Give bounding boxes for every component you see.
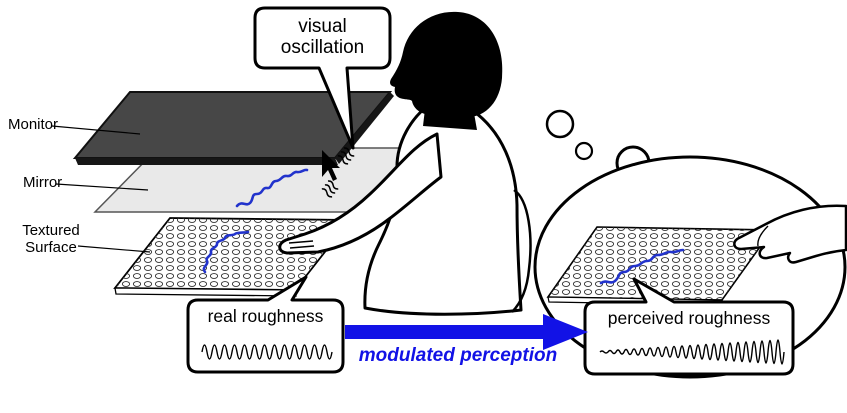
perceived-roughness-bubble: [583, 277, 795, 376]
leader-line-textured-surface: [77, 245, 151, 253]
finger-trace-imagined: [599, 248, 685, 285]
leader-lines: [51, 125, 151, 253]
person-fingers: [288, 240, 315, 249]
imagined-hand: [733, 204, 847, 264]
finger-trace-mirror: [235, 168, 309, 208]
person-head: [390, 11, 503, 118]
monitor-panel: [72, 91, 394, 165]
leader-line-mirror: [55, 183, 149, 191]
person-arm: [278, 132, 443, 255]
visual-oscillation-bubble: [253, 6, 392, 150]
thought-dot-large: [545, 109, 575, 139]
mirror-label: Mirror: [23, 174, 63, 191]
perceived-roughness-text: perceived roughness: [607, 308, 771, 329]
finger-trace-surface: [202, 230, 250, 274]
textured-surface-thickness: [114, 287, 297, 297]
person: [278, 11, 532, 316]
leader-line-monitor: [51, 125, 141, 135]
monitor-edge-right: [335, 92, 394, 164]
chair-back: [511, 188, 532, 313]
real-roughness-waveform: [201, 344, 333, 360]
real-roughness-text: real roughness: [207, 306, 324, 327]
visual-oscillation-text: visual oscillation: [280, 15, 365, 58]
vibration-marks-icon: [321, 147, 355, 198]
cursor-icon: [322, 150, 340, 181]
textured-surface-label: Textured Surface: [22, 222, 80, 256]
imagined-hand-thumb-line: [757, 225, 769, 247]
perceived-roughness-waveform: [599, 339, 785, 365]
monitor-edge-bottom: [75, 158, 338, 165]
monitor-label: Monitor: [8, 116, 59, 133]
thought-dot-small: [574, 141, 594, 161]
textured-surface-plate: [113, 217, 352, 297]
modulated-perception-arrow: [345, 314, 588, 350]
modulated-perception-label: modulated perception: [358, 345, 558, 367]
